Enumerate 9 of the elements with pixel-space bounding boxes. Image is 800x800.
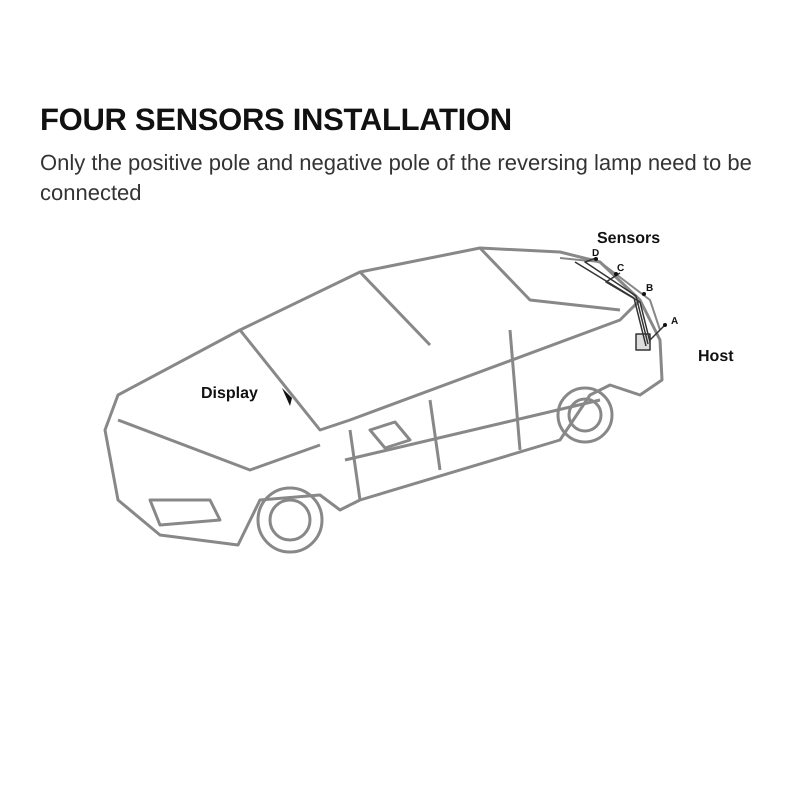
part-label: Host: [698, 348, 734, 366]
callout-letter: C: [617, 263, 624, 274]
callout-letter: A: [671, 316, 678, 327]
title: FOUR SENSORS INSTALLATION: [40, 102, 512, 138]
callout-letter: D: [592, 248, 600, 259]
part-label: Sensors: [597, 230, 660, 248]
caption: Only the positive pole and negative pole of the reversing lamp need to be connected: [40, 149, 753, 207]
callout-letter: B: [646, 283, 654, 294]
part-label: Display: [201, 385, 258, 403]
